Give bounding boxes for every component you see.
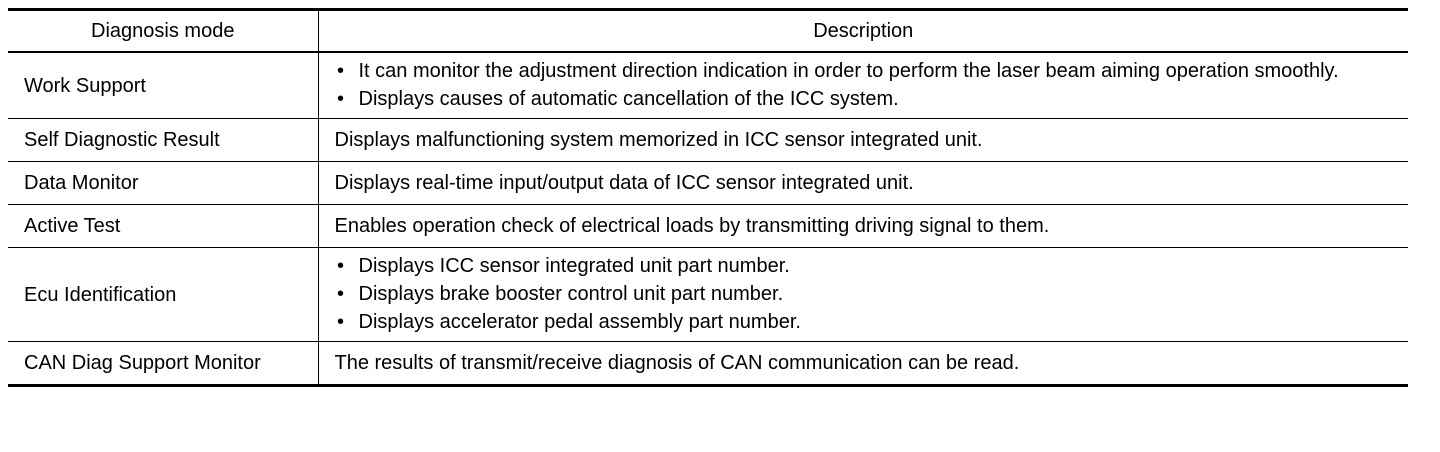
table-row: Work Support • It can monitor the adjustm… <box>8 52 1408 119</box>
table-row: Ecu Identification • Displays ICC sensor … <box>8 247 1408 342</box>
mode-cell-ecu-identification: Ecu Identification <box>8 247 319 342</box>
table-row: Data Monitor Displays real-time input/ou… <box>8 161 1408 205</box>
bullet-icon: • <box>336 283 344 305</box>
bullet-list: • Displays ICC sensor integrated unit par… <box>335 252 1397 336</box>
mode-cell-active-test: Active Test <box>8 204 319 248</box>
bullet-icon: • <box>336 60 344 82</box>
description-cell: Displays real-time input/output data of … <box>318 161 1408 205</box>
column-header-diagnosis-mode: Diagnosis mode <box>8 9 319 53</box>
mode-cell-self-diagnostic-result: Self Diagnostic Result <box>8 118 319 162</box>
table-row: CAN Diag Support Monitor The results of … <box>8 341 1408 386</box>
description-cell: Enables operation check of electrical lo… <box>318 204 1408 248</box>
bullet-text: Displays accelerator pedal assembly part… <box>358 311 801 333</box>
bullet-item: • Displays causes of automatic cancellati… <box>335 85 1397 113</box>
mode-cell-data-monitor: Data Monitor <box>8 161 319 205</box>
bullet-item: • Displays ICC sensor integrated unit par… <box>335 252 1397 280</box>
table-header-row: Diagnosis mode Description <box>8 9 1408 53</box>
description-cell: • Displays ICC sensor integrated unit par… <box>318 247 1408 342</box>
mode-cell-work-support: Work Support <box>8 52 319 119</box>
column-header-description: Description <box>318 9 1408 53</box>
table-row: Self Diagnostic Result Displays malfunct… <box>8 118 1408 162</box>
bullet-text: Displays causes of automatic cancellatio… <box>358 88 899 110</box>
bullet-item: • It can monitor the adjustment direction… <box>335 57 1397 85</box>
description-cell: Displays malfunctioning system memorized… <box>318 118 1408 162</box>
bullet-text: Displays ICC sensor integrated unit part… <box>358 255 790 277</box>
bullet-list: • It can monitor the adjustment direction… <box>335 57 1397 113</box>
description-cell: The results of transmit/receive diagnosi… <box>318 341 1408 386</box>
bullet-text: It can monitor the adjustment direction … <box>358 60 1339 82</box>
bullet-icon: • <box>336 255 344 277</box>
bullet-icon: • <box>336 311 344 333</box>
diagnosis-mode-table: Diagnosis mode Description Work Support … <box>8 8 1408 387</box>
bullet-item: • Displays brake booster control unit par… <box>335 280 1397 308</box>
bullet-item: • Displays accelerator pedal assembly par… <box>335 308 1397 336</box>
bullet-icon: • <box>336 88 344 110</box>
bullet-text: Displays brake booster control unit part… <box>358 283 784 305</box>
table-row: Active Test Enables operation check of e… <box>8 204 1408 248</box>
mode-cell-can-diag-support-monitor: CAN Diag Support Monitor <box>8 341 319 386</box>
description-cell: • It can monitor the adjustment direction… <box>318 52 1408 119</box>
